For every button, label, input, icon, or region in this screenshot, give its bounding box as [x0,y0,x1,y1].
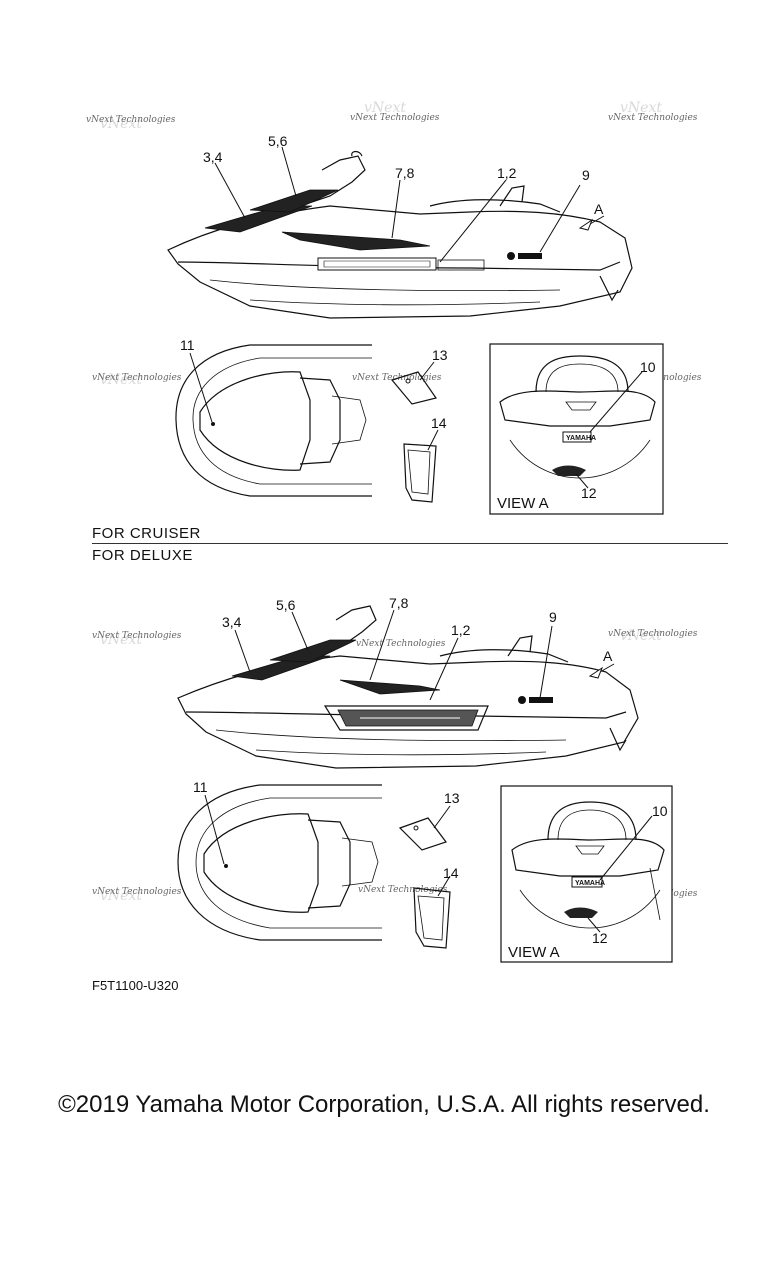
watercraft-side-view [177,605,639,769]
callout-7-8: 7,8 [389,595,409,611]
view-a-label: VIEW A [497,495,549,512]
watermark: vNext Technologies [356,639,446,649]
view-a-label: VIEW A [508,944,560,961]
callout-9: 9 [549,609,557,625]
svg-text:vNext: vNext [100,632,142,648]
callout-13: 13 [444,790,460,806]
section-divider [92,543,728,544]
callout-11: 11 [180,337,195,353]
callout-12: 12 [592,930,608,946]
view-arrow-label: A [594,201,604,217]
callout-10: 10 [640,359,656,375]
svg-text:vNext: vNext [100,888,142,904]
yamaha-stamp: YAMAHA [566,435,596,442]
callout-5-6: 5,6 [268,133,288,149]
callout-14: 14 [431,415,447,431]
watermark: vNext Technologies [608,113,698,123]
callout-11: 11 [193,779,208,795]
callout-9: 9 [582,167,590,183]
callout-3-4: 3,4 [203,149,223,165]
part-code: F5T1100-U320 [92,978,179,993]
label-card [403,443,437,503]
view-a-panel [500,785,673,963]
section-label-deluxe: FOR DELUXE [92,547,193,564]
callout-12: 12 [581,485,597,501]
watercraft-top-view [175,344,372,497]
callout-1-2: 1,2 [497,165,517,181]
watermark: vNext Technologies [92,631,182,641]
svg-text:vNext: vNext [100,372,142,388]
label-card [413,887,451,949]
svg-text:vNext: vNext [100,116,142,132]
watermark: vNext Technologies [92,887,182,897]
copyright-notice: ©2019 Yamaha Motor Corporation, U.S.A. A… [58,1091,710,1118]
cruiser-diagram: vNext vNext Technologies vNext vNext Tec… [86,100,702,515]
watercraft-top-view [177,784,382,941]
deluxe-diagram: vNext vNext Technologies vNext Technolog… [92,595,698,963]
watermark: vNext Technologies [86,115,176,125]
callout-14: 14 [443,865,459,881]
manual-case [390,371,437,405]
svg-text:vNext: vNext [364,100,406,116]
callout-1-2: 1,2 [451,622,471,638]
watermark: vNext Technologies [358,885,448,895]
callout-13: 13 [432,347,448,363]
svg-text:vNext: vNext [620,100,662,116]
callout-10: 10 [652,803,668,819]
yamaha-stamp: YAMAHA [575,880,605,887]
svg-text:vNext: vNext [620,628,662,644]
watercraft-side-view [167,150,633,319]
watermark: vNext Technologies [350,113,440,123]
watermark: vNext Technologies [92,373,182,383]
view-a-rear-illustration [511,801,665,929]
manual-case [398,817,447,851]
callout-3-4: 3,4 [222,614,242,630]
callout-5-6: 5,6 [276,597,296,613]
callout-7-8: 7,8 [395,165,415,181]
view-a-panel [489,343,664,515]
section-label-cruiser: FOR CRUISER [92,525,201,542]
watermark: vNext Technologies [608,629,698,639]
view-arrow-label: A [603,648,613,664]
